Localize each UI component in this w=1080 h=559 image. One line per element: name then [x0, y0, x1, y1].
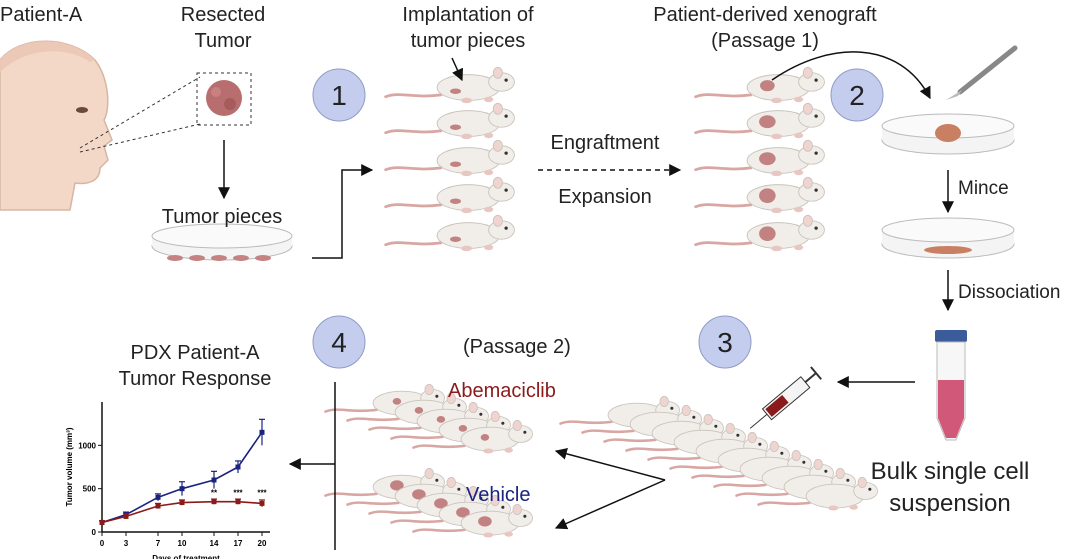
series-line-vehicle — [101, 431, 263, 524]
dish-tumor — [881, 113, 1015, 155]
scalpel-icon — [946, 45, 1018, 100]
step-3-circle — [698, 315, 752, 369]
data-point — [155, 503, 161, 509]
expansion-label: Expansion — [558, 186, 652, 208]
x-tick-label: 14 — [210, 539, 219, 548]
step-1-circle — [312, 68, 366, 122]
x-tick-label: 3 — [124, 539, 129, 548]
step-3-number: 3 — [717, 327, 733, 358]
data-point — [179, 500, 185, 506]
conical-tube-icon — [935, 330, 967, 441]
passage2-mice-group — [559, 395, 878, 511]
step-1-number: 1 — [331, 80, 347, 111]
resected-tumor-line1: Resected — [180, 4, 266, 26]
tumor-pieces-label: Tumor pieces — [161, 206, 283, 228]
engraftment-label: Engraftment — [550, 132, 660, 154]
pdx-line1: Patient-derived xenograft — [653, 4, 877, 26]
pdx-mouse — [694, 176, 825, 214]
abemaciclib-mice-group — [324, 383, 533, 454]
step-4-circle — [312, 315, 366, 369]
x-axis-label: Days of treatment — [152, 554, 220, 559]
implanted-mice-stack — [384, 66, 515, 252]
bulk-line2: suspension — [889, 490, 1011, 517]
data-point — [155, 494, 161, 500]
abemaciclib-label: Abemaciclib — [448, 380, 556, 402]
pdx-mouse — [694, 139, 825, 177]
vehicle-mouse — [412, 503, 533, 538]
arrow-to-implantation — [312, 164, 374, 259]
pdx-mouse — [694, 102, 825, 140]
chart-title-line2: Tumor Response — [118, 368, 272, 390]
implanted-mouse — [384, 214, 515, 252]
resected-tumor-icon — [206, 80, 242, 116]
zoom-line-bottom — [79, 123, 201, 153]
abemaciclib-mouse — [412, 419, 533, 454]
y-axis-label: Tumor volume (mm³) — [65, 427, 74, 506]
passage2-label: (Passage 2) — [463, 336, 571, 358]
data-point — [259, 429, 265, 435]
tumor-zoom-box — [196, 72, 252, 126]
mince-label: Mince — [958, 178, 1009, 199]
x-tick-label: 7 — [156, 539, 161, 548]
data-point — [99, 519, 105, 525]
x-tick-label: 0 — [100, 539, 105, 548]
significance-label: *** — [233, 489, 243, 498]
step-4-number: 4 — [331, 327, 347, 358]
pdx-line2: (Passage 1) — [711, 30, 819, 52]
patient-head-illustration — [0, 40, 113, 211]
patient-label: Patient-A — [0, 4, 83, 26]
significance-label: *** — [257, 489, 267, 498]
implanted-mouse — [384, 66, 515, 104]
data-point — [123, 513, 129, 519]
step-2-number: 2 — [849, 80, 865, 111]
x-tick-label: 10 — [178, 539, 187, 548]
pdx-mouse — [694, 214, 825, 252]
pdx-mouse — [694, 66, 825, 104]
data-point — [211, 499, 217, 505]
pdx-mice-stack — [694, 66, 825, 252]
dish-minced — [881, 217, 1015, 259]
y-tick-label: 500 — [83, 485, 97, 494]
chart-title-line1: PDX Patient-A — [130, 342, 260, 364]
petri-dish-pieces — [151, 223, 293, 261]
data-point — [235, 499, 241, 505]
implanted-mouse — [384, 102, 515, 140]
implanted-mouse — [384, 176, 515, 214]
implantation-line1: Implantation of — [402, 4, 534, 26]
data-point — [235, 464, 241, 470]
y-tick-label: 0 — [92, 528, 97, 537]
arrow-to-abemaciclib — [554, 447, 666, 481]
data-point — [259, 500, 265, 506]
resected-tumor-line2: Tumor — [194, 30, 252, 52]
implantation-line2: tumor pieces — [410, 30, 526, 52]
arrow-implant — [451, 57, 463, 82]
x-tick-label: 20 — [258, 539, 267, 548]
vehicle-mice-group — [324, 467, 533, 538]
data-point — [211, 477, 217, 483]
data-point — [179, 486, 185, 492]
implanted-mouse — [384, 139, 515, 177]
syringe-icon — [749, 366, 822, 429]
x-tick-label: 17 — [234, 539, 243, 548]
step-2-circle — [830, 68, 884, 122]
arrow-harvest — [771, 51, 931, 100]
vehicle-label: Vehicle — [466, 484, 531, 506]
passage2-mouse — [757, 476, 878, 511]
zoom-line-top — [79, 76, 201, 149]
bulk-line1: Bulk single cell — [870, 458, 1030, 485]
arrow-to-vehicle — [554, 479, 666, 530]
y-tick-label: 1000 — [78, 441, 96, 450]
significance-label: ** — [211, 489, 218, 498]
dissociation-label: Dissociation — [958, 282, 1061, 303]
vehicle-mouse — [368, 485, 489, 520]
